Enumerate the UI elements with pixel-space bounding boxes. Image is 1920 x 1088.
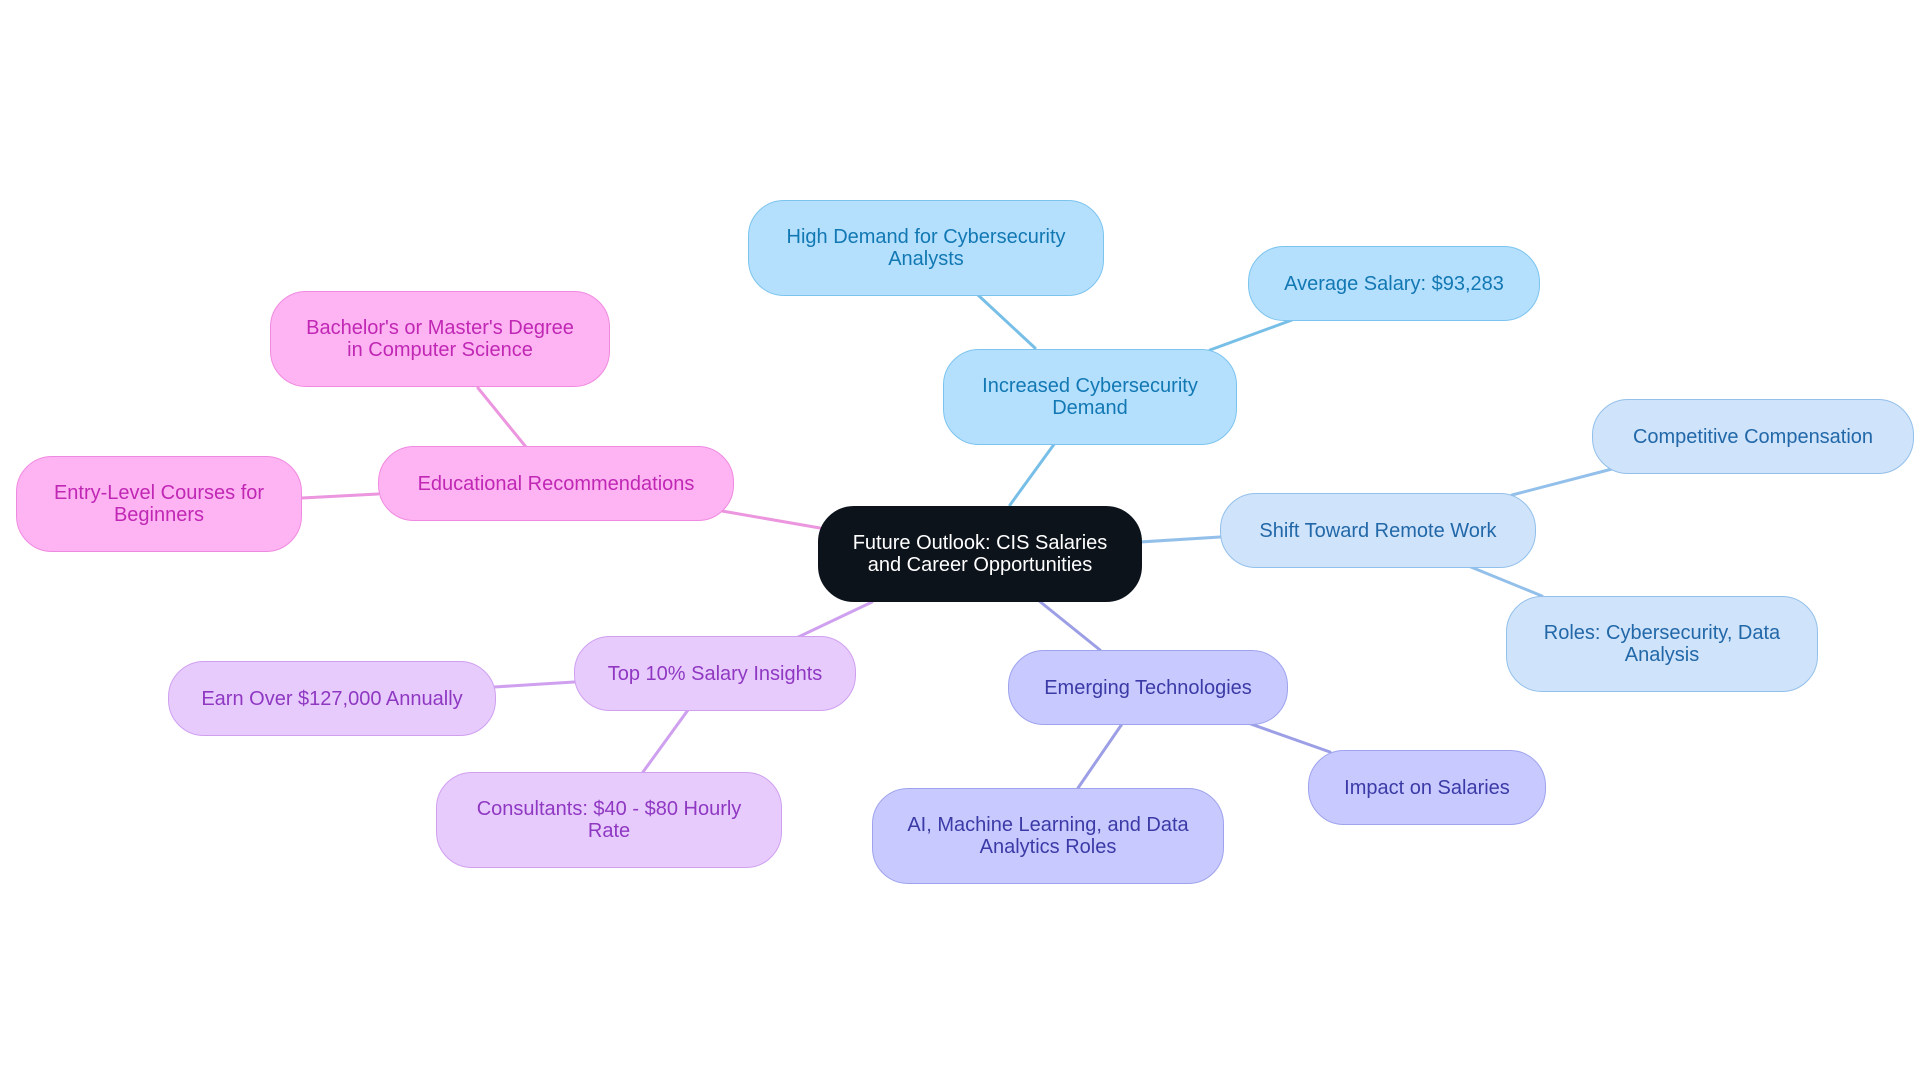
edge-root-cybersecurity: [1008, 441, 1057, 507]
branch-label-cybersecurity: Increased Cybersecurity Demand: [982, 375, 1198, 419]
root-node: Future Outlook: CIS Salaries and Career …: [818, 506, 1142, 602]
leaf-label-emerging-salaries: Impact on Salaries: [1344, 776, 1510, 799]
edge-education-degree: [476, 386, 528, 449]
edge-emerging-salaries: [1246, 721, 1332, 754]
leaf-label-remote-compensation: Competitive Compensation: [1632, 425, 1874, 448]
leaf-node-top10-earn: Earn Over $127,000 Annually: [168, 661, 496, 736]
leaf-label-cybersecurity-analysts: High Demand for Cybersecurity Analysts: [786, 226, 1066, 270]
leaf-label-top10-earn: Earn Over $127,000 Annually: [201, 687, 463, 710]
edge-remote-compensation: [1510, 467, 1614, 497]
leaf-label-remote-roles: Roles: Cybersecurity, Data Analysis: [1543, 622, 1781, 666]
leaf-node-top10-consultants: Consultants: $40 - $80 Hourly Rate: [436, 772, 782, 868]
branch-node-cybersecurity: Increased Cybersecurity Demand: [943, 349, 1237, 445]
leaf-node-cybersecurity-salary: Average Salary: $93,283: [1248, 246, 1540, 321]
edge-top10-consultants: [641, 708, 690, 774]
leaf-label-cybersecurity-salary: Average Salary: $93,283: [1284, 272, 1504, 295]
branch-label-top10: Top 10% Salary Insights: [607, 662, 823, 685]
edge-root-top10: [790, 600, 874, 642]
leaf-node-cybersecurity-analysts: High Demand for Cybersecurity Analysts: [748, 200, 1104, 296]
leaf-label-education-degree: Bachelor's or Master's Degree in Compute…: [306, 317, 574, 361]
edge-cybersecurity-salary: [1208, 318, 1294, 352]
leaf-label-education-courses: Entry-Level Courses for Beginners: [53, 482, 265, 526]
leaf-node-emerging-salaries: Impact on Salaries: [1308, 750, 1546, 825]
edge-root-emerging: [1036, 598, 1102, 652]
branch-label-education: Educational Recommendations: [417, 472, 695, 495]
leaf-node-remote-roles: Roles: Cybersecurity, Data Analysis: [1506, 596, 1818, 692]
branch-node-emerging: Emerging Technologies: [1008, 650, 1288, 725]
edge-top10-earn: [492, 680, 576, 689]
edge-emerging-ai: [1076, 722, 1124, 790]
leaf-node-education-courses: Entry-Level Courses for Beginners: [16, 456, 302, 552]
leaf-label-emerging-ai: AI, Machine Learning, and Data Analytics…: [907, 814, 1189, 858]
edge-education-courses: [300, 492, 380, 500]
leaf-label-top10-consultants: Consultants: $40 - $80 Hourly Rate: [476, 798, 742, 842]
branch-label-emerging: Emerging Technologies: [1044, 676, 1252, 699]
leaf-node-emerging-ai: AI, Machine Learning, and Data Analytics…: [872, 788, 1224, 884]
edge-remote-roles: [1464, 563, 1544, 598]
edge-root-education: [720, 509, 822, 530]
branch-node-remote: Shift Toward Remote Work: [1220, 493, 1536, 568]
root-label: Future Outlook: CIS Salaries and Career …: [852, 532, 1108, 576]
leaf-node-education-degree: Bachelor's or Master's Degree in Compute…: [270, 291, 610, 387]
branch-node-top10: Top 10% Salary Insights: [574, 636, 856, 711]
edge-root-remote: [1138, 535, 1222, 544]
edge-cybersecurity-analysts: [976, 293, 1037, 350]
branch-node-education: Educational Recommendations: [378, 446, 734, 521]
leaf-node-remote-compensation: Competitive Compensation: [1592, 399, 1914, 474]
branch-label-remote: Shift Toward Remote Work: [1259, 519, 1497, 542]
